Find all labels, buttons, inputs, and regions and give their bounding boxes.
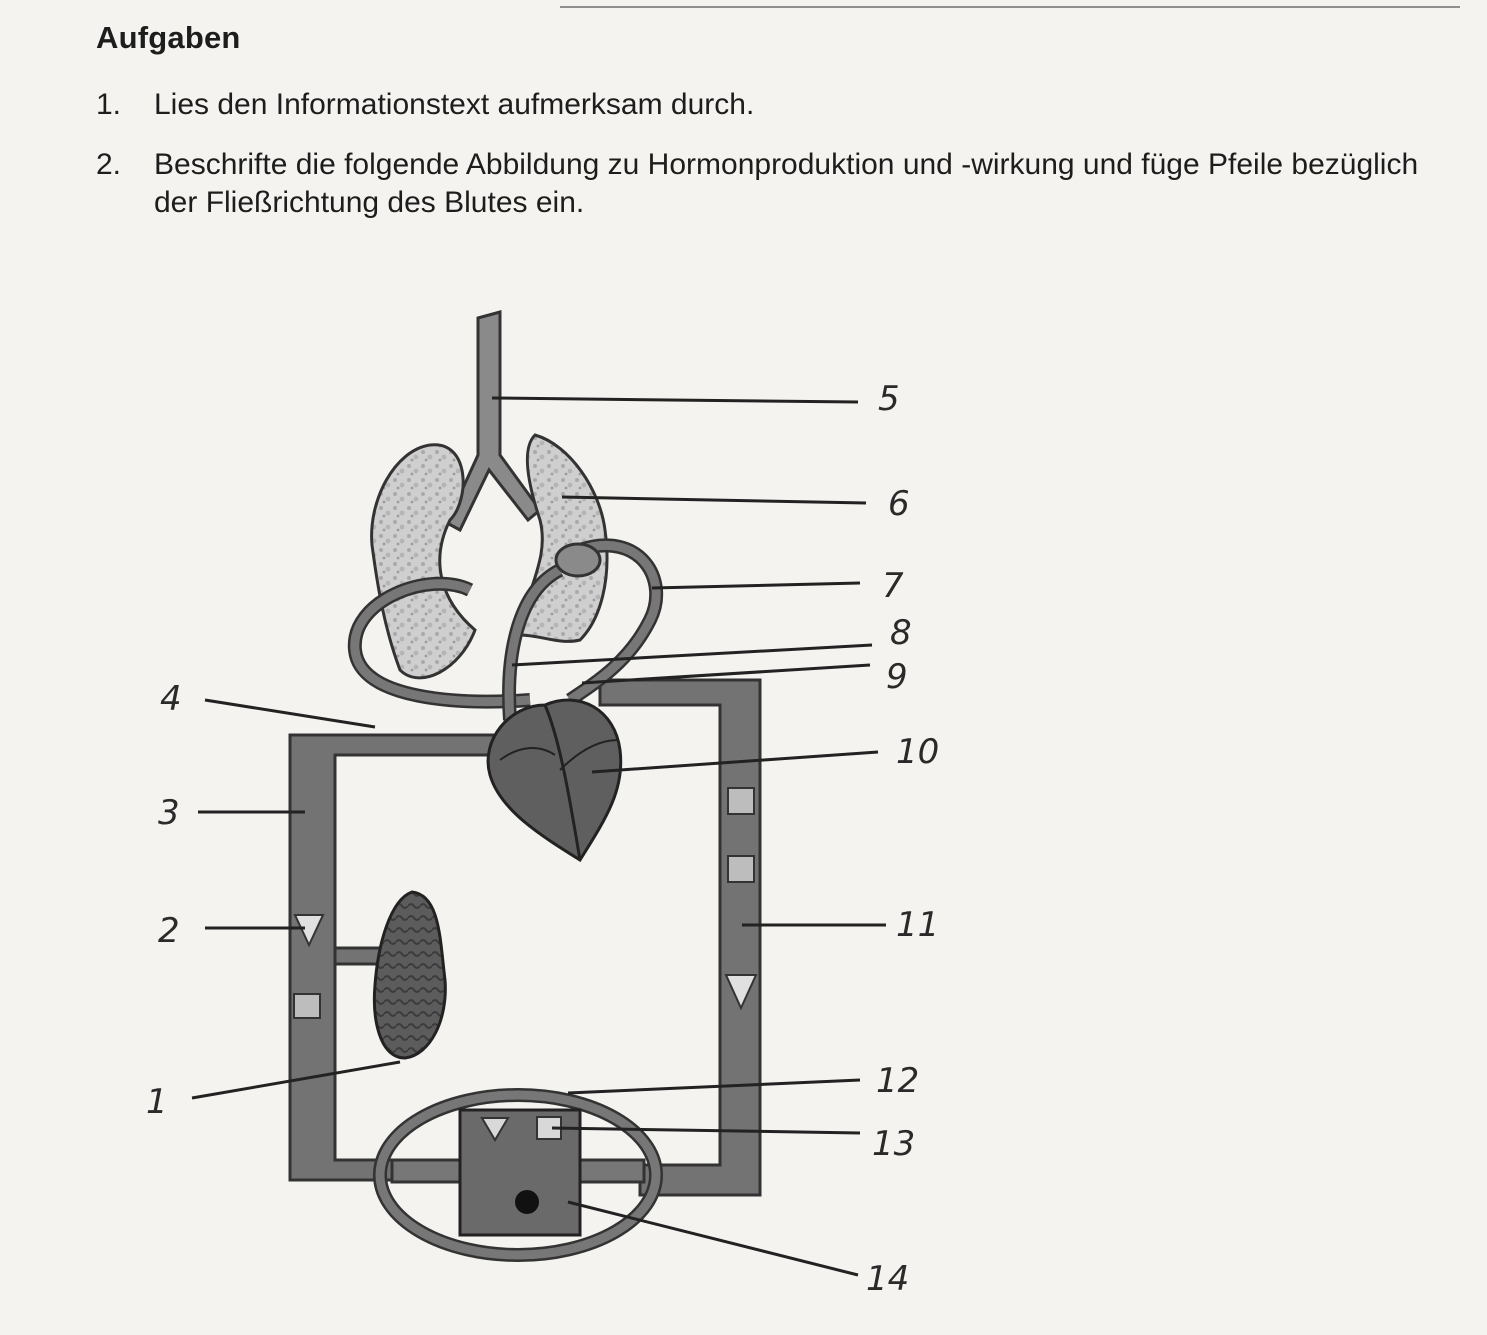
square-marker-right-2 [727, 855, 755, 883]
right-lung [518, 433, 609, 643]
heart [486, 698, 623, 863]
label-7: 7 [882, 566, 904, 606]
square-marker-left [293, 993, 321, 1019]
target-organ [373, 1088, 663, 1262]
label-8: 8 [890, 613, 912, 653]
triangle-marker-right [724, 974, 758, 1011]
label-12: 12 [876, 1061, 919, 1101]
task-1: 1. Lies den Informationstext aufmerksam … [96, 86, 996, 126]
label-13: 13 [872, 1124, 915, 1164]
triangle-marker-left [293, 914, 325, 948]
square-marker-right-1 [727, 787, 755, 815]
task-1-text: Lies den Informationstext aufmerksam dur… [154, 88, 755, 121]
label-4: 4 [160, 679, 182, 719]
pulmonary-vessels [347, 538, 664, 721]
label-10: 10 [896, 732, 939, 772]
task-2: 2. Beschrifte die folgende Abbildung zu … [96, 146, 1466, 246]
label-9: 9 [886, 657, 908, 697]
leader-lines [191, 396, 886, 1277]
label-2: 2 [158, 911, 180, 951]
label-6: 6 [888, 484, 910, 524]
section-heading: Aufgaben [96, 20, 241, 55]
top-rule [560, 6, 1460, 8]
label-14: 14 [866, 1259, 909, 1299]
gland [333, 890, 447, 1060]
task-2-text: Beschrifte die folgende Abbildung zu Hor… [154, 148, 1419, 219]
label-11: 11 [896, 905, 939, 945]
label-5: 5 [878, 379, 900, 419]
triangle-marker-organ [480, 1117, 510, 1142]
vessel-markers [293, 787, 758, 1019]
task-1-number: 1. [96, 88, 122, 121]
cell-nucleus [515, 1190, 539, 1214]
label-3: 3 [158, 793, 180, 833]
left-lung [370, 443, 477, 680]
task-2-number: 2. [96, 148, 122, 181]
label-1: 1 [146, 1082, 168, 1122]
diagram-labels: 1 2 3 4 5 6 7 8 9 10 11 12 13 14 [146, 379, 939, 1299]
